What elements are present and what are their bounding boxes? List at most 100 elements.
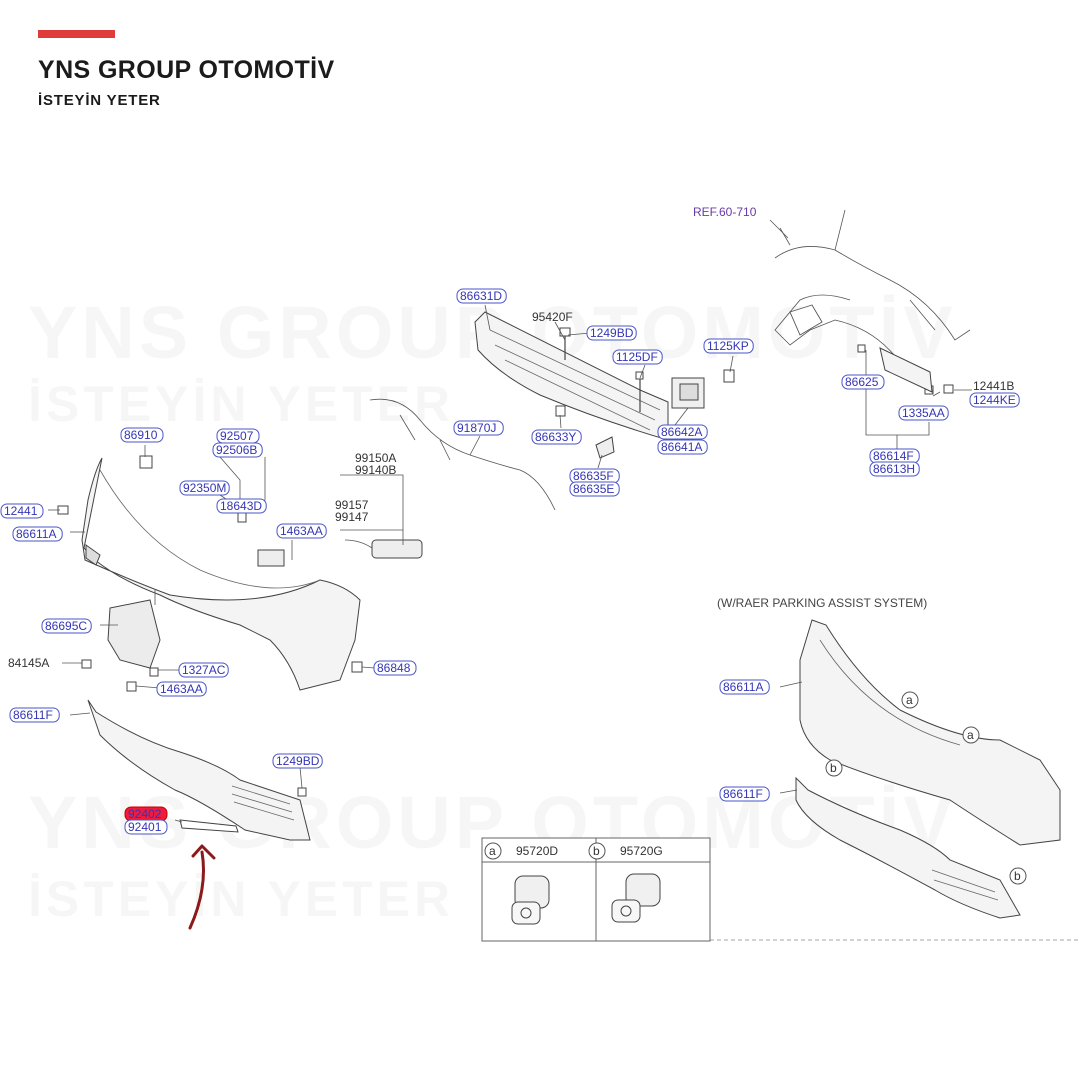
- label-pill-p1249BD_top: [586, 325, 637, 341]
- part-label-p86614F: 86614F: [873, 449, 914, 463]
- label-pill-p1125KP: [703, 338, 754, 354]
- side-bracket: [879, 347, 933, 393]
- part-label-p86611A_right: 86611A: [723, 680, 763, 694]
- part-label-p86633Y: 86633Y: [535, 430, 576, 444]
- rear-bumper-parking: [799, 619, 1061, 846]
- part-label-p92507: 92507: [220, 429, 254, 443]
- part-label-p1463AA_bottom: 1463AA: [160, 682, 203, 696]
- label-pill-p86611F_left: [9, 707, 60, 723]
- part-label-p86631D: 86631D: [460, 289, 502, 303]
- car-body-reference: [774, 209, 971, 371]
- part-label-p12441: 12441: [4, 504, 38, 518]
- part-label-p86635F: 86635F: [573, 469, 614, 483]
- part-label-p86611F_left: 86611F: [13, 708, 53, 722]
- callout-a-circle: [484, 842, 502, 860]
- label-pill-p92506B: [212, 442, 263, 458]
- callout-b-circle: [588, 842, 606, 860]
- part-label-p99157: 99157: [335, 498, 369, 512]
- part-label-p86695C: 86695C: [45, 619, 87, 633]
- label-pill-p86848: [373, 660, 417, 676]
- label-pill-p86695C: [41, 618, 92, 634]
- lower-garnish-left: [87, 699, 311, 841]
- callout-a-text: a: [489, 844, 496, 858]
- label-pill-p86611A_left: [12, 526, 63, 542]
- callout-b1-text: b: [830, 761, 837, 775]
- part-label-p86635E: 86635E: [573, 482, 614, 496]
- wiring-harness: [369, 398, 556, 511]
- label-pill-p86611F_right: [719, 786, 770, 802]
- part-label-p1327AC: 1327AC: [182, 663, 226, 677]
- label-pill-p18643D: [216, 498, 267, 514]
- label-pill-p86633Y: [531, 429, 582, 445]
- label-pill-p86625: [841, 374, 885, 390]
- label-pill-p1327AC: [178, 662, 229, 678]
- callout-a1: [901, 691, 919, 709]
- label-pill-p86611A_right: [719, 679, 770, 695]
- label-pill-p1249BD_bottom: [272, 753, 323, 769]
- part-label-p99147: 99147: [335, 510, 369, 524]
- part-label-p12441B: 12441B: [973, 379, 1014, 393]
- sensor-b-icon: [611, 873, 661, 923]
- part-label-p86611F_right: 86611F: [723, 787, 763, 801]
- part-label-p86641A: 86641A: [661, 440, 702, 454]
- part-label-p1125DF: 1125DF: [616, 350, 658, 364]
- label-pill-p92350M: [179, 480, 230, 496]
- callout-b2-text: b: [1014, 869, 1021, 883]
- label-pill-p86910: [120, 427, 164, 443]
- part-label-p92506B: 92506B: [216, 443, 257, 457]
- rear-bumper-main: [81, 457, 361, 691]
- part-label-p1249BD_bottom: 1249BD: [276, 754, 320, 768]
- reflector-strip: [179, 819, 239, 833]
- callout-b2: [1009, 867, 1027, 885]
- label-pill-p1463AA_top: [276, 523, 327, 539]
- callout-b-text: b: [593, 844, 600, 858]
- callout-b1: [825, 759, 843, 777]
- part-label-p86613H: 86613H: [873, 462, 915, 476]
- part-label-p92401: 92401: [128, 820, 162, 834]
- brand-subtitle: İSTEYİN YETER: [38, 92, 161, 109]
- part-label-p1249BD_top: 1249BD: [590, 326, 634, 340]
- label-pill-p1244KE: [969, 392, 1020, 408]
- part-label-p86611A_left: 86611A: [16, 527, 56, 541]
- part-label-p91870J: 91870J: [457, 421, 496, 435]
- label-pill-p1335AA: [898, 405, 949, 421]
- callout-a2-text: a: [967, 728, 974, 742]
- under-cover-part: [107, 599, 161, 669]
- sensor-a-icon: [511, 875, 550, 925]
- label-pill-p1463AA_bottom: [156, 681, 207, 697]
- part-label-p92350M: 92350M: [183, 481, 226, 495]
- label-pill-p86641A: [657, 439, 708, 455]
- part-label-p1463AA_top: 1463AA: [280, 524, 323, 538]
- label-pill-p86642A: [657, 424, 708, 440]
- part-label-p86848: 86848: [377, 661, 411, 675]
- callout-a2: [962, 726, 980, 744]
- label-pill-p86613H: [869, 461, 920, 477]
- parking-assist-note: (W/RAER PARKING ASSIST SYSTEM): [717, 596, 927, 610]
- label-pill-p91870J: [453, 420, 504, 436]
- part-label-p99150A: 99150A: [355, 451, 396, 465]
- brand-accent-bar: [38, 30, 115, 38]
- part-label-p86910: 86910: [124, 428, 158, 442]
- sensor-a-label: 95720D: [516, 844, 558, 858]
- part-label-p1244KE: 1244KE: [973, 393, 1016, 407]
- callout-a1-text: a: [906, 693, 913, 707]
- sensor-module: [344, 539, 423, 559]
- rear-beam-part: [474, 311, 669, 441]
- part-label-p1335AA: 1335AA: [902, 406, 945, 420]
- small-hardware: [57, 327, 954, 797]
- label-pill-p1125DF: [612, 349, 663, 365]
- lower-garnish-parking: [795, 776, 1021, 919]
- part-label-p92402: 92402: [128, 807, 162, 821]
- part-label-p95420F: 95420F: [532, 310, 573, 324]
- sensor-b-label: 95720G: [620, 844, 663, 858]
- brand-title: YNS GROUP OTOMOTİV: [38, 56, 335, 84]
- highlight-arrow: [188, 844, 216, 930]
- label-pill-p86631D: [456, 288, 507, 304]
- ref-label: REF.60-710: [693, 205, 757, 219]
- part-label-p99140B: 99140B: [355, 463, 396, 477]
- leader-lines: [48, 304, 972, 823]
- label-pill-p86635E: [569, 481, 620, 497]
- part-label-p86642A: 86642A: [661, 425, 702, 439]
- part-label-p18643D: 18643D: [220, 499, 262, 513]
